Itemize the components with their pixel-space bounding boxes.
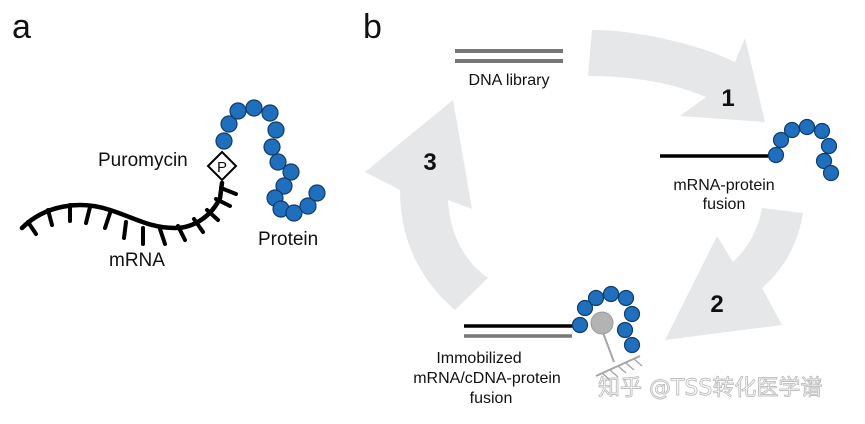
dna-library-label: DNA library: [469, 72, 550, 89]
amino-acid-bead: [602, 285, 620, 303]
panel-a-label: a: [12, 8, 31, 46]
amino-acid-bead: [269, 153, 287, 171]
immobilized-target: [590, 311, 643, 381]
dna-library-strands: [455, 49, 563, 63]
amino-acid-bead: [623, 336, 641, 354]
amino-acid-bead: [772, 131, 790, 149]
immobilized-label-line1: Immobilized: [436, 350, 521, 367]
protein-chain-fusion: [767, 118, 840, 182]
panel-b: b DNA library 1 2 3 mRNA-protein fusion: [363, 8, 840, 407]
amino-acid-bead: [813, 122, 831, 140]
fusion-label-line2: fusion: [703, 196, 746, 213]
amino-acid-bead: [820, 137, 838, 155]
mrna-bases: [26, 186, 238, 246]
amino-acid-bead: [617, 289, 635, 307]
panel-a: a mRNA P Puromycin Protein: [12, 8, 326, 271]
amino-acid-bead: [299, 197, 317, 215]
fusion-label-line1: mRNA-protein: [673, 177, 774, 194]
watermark: 知乎 @TSS转化医学谱: [598, 376, 822, 401]
amino-acid-bead: [616, 321, 634, 339]
amino-acid-bead: [623, 305, 641, 323]
arrow-step-3: [365, 100, 488, 310]
immobilized-label-line2: mRNA/cDNA-protein: [413, 370, 561, 387]
amino-acid-bead: [767, 146, 785, 164]
puromycin-marker: P: [206, 150, 238, 182]
amino-acid-bead: [229, 102, 247, 120]
target-molecule: [590, 311, 614, 335]
amino-acid-bead: [815, 152, 833, 170]
amino-acid-bead: [822, 164, 840, 182]
amino-acid-bead: [267, 121, 285, 139]
amino-acid-bead: [798, 118, 816, 136]
amino-acid-bead: [282, 163, 300, 181]
amino-acid-bead: [571, 316, 589, 334]
amino-acid-bead: [576, 299, 594, 317]
arrow-step-1: [588, 30, 765, 122]
amino-acid-bead: [783, 121, 801, 139]
puromycin-label: Puromycin: [98, 150, 188, 171]
protein-chain-a: [215, 99, 326, 222]
amino-acid-bead: [220, 115, 238, 133]
arrow-step-2: [665, 208, 803, 340]
step-1-number: 1: [721, 85, 734, 112]
amino-acid-bead: [215, 132, 233, 150]
amino-acid-bead: [308, 184, 326, 202]
step-3-number: 3: [423, 149, 436, 176]
immobilized-label-line3: fusion: [470, 390, 513, 407]
panel-b-label: b: [363, 8, 382, 46]
protein-label: Protein: [258, 229, 318, 250]
protein-chain-immobilized: [571, 285, 641, 354]
amino-acid-bead: [245, 99, 263, 117]
mrna-strand: [19, 180, 225, 231]
amino-acid-bead: [263, 138, 281, 156]
step-2-number: 2: [710, 291, 723, 318]
amino-acid-bead: [587, 289, 605, 307]
mrna-label: mRNA: [109, 250, 165, 271]
amino-acid-bead: [261, 104, 279, 122]
amino-acid-bead: [285, 204, 303, 222]
puromycin-symbol: P: [217, 159, 227, 176]
cycle-arrows: [365, 30, 803, 340]
amino-acid-bead: [275, 177, 293, 195]
